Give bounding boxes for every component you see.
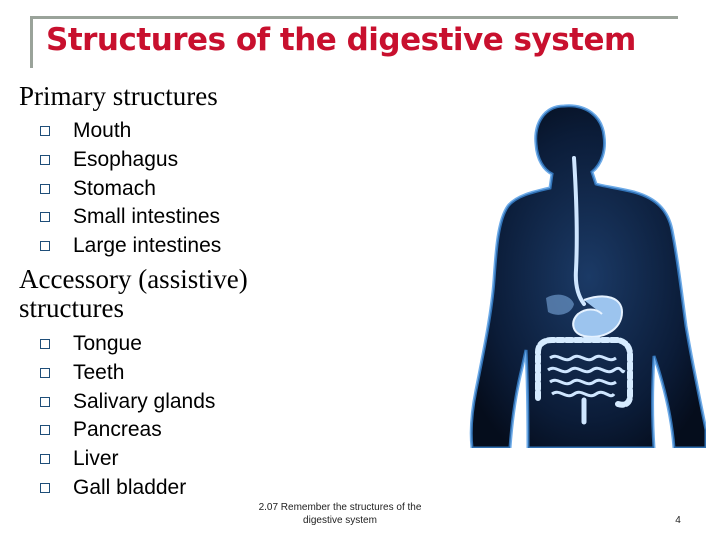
footer-text: 2.07 Remember the structures of the dige…	[235, 501, 445, 527]
list-item-label: Large intestines	[73, 234, 222, 258]
checkbox-bullet-icon	[40, 154, 50, 165]
list-item: Pancreas	[40, 416, 215, 445]
accessory-heading-line1: Accessory (assistive)	[19, 264, 248, 294]
list-item-label: Mouth	[73, 119, 132, 142]
checkbox-bullet-icon	[40, 482, 50, 493]
accessory-structures-list: Tongue Teeth Salivary glands Pancreas Li…	[40, 330, 215, 503]
list-item: Large intestines	[40, 232, 221, 261]
title-frame-left	[30, 16, 33, 68]
digestive-system-illustration-icon	[469, 104, 706, 448]
list-item: Gall bladder	[40, 474, 215, 503]
list-item-label: Liver	[73, 447, 119, 471]
checkbox-bullet-icon	[40, 367, 50, 378]
footer-line1: 2.07 Remember the structures of the	[258, 502, 422, 513]
checkbox-bullet-icon	[40, 396, 50, 407]
checkbox-bullet-icon	[40, 126, 50, 136]
list-item: Stomach	[40, 175, 221, 204]
list-item-label: Small intestines	[73, 205, 221, 229]
checkbox-bullet-icon	[40, 454, 50, 465]
page-number: 4	[675, 515, 681, 526]
checkbox-bullet-icon	[40, 212, 50, 223]
footer-line2: digestive system	[303, 515, 377, 526]
title-frame-top	[30, 16, 678, 19]
list-item-label: Salivary glands	[73, 389, 216, 413]
checkbox-bullet-icon	[40, 241, 50, 252]
list-item-label: Tongue	[73, 332, 142, 355]
checkbox-bullet-icon	[40, 339, 50, 349]
list-item: Liver	[40, 445, 215, 474]
list-item: Mouth	[40, 117, 221, 146]
accessory-heading-line2: structures	[19, 293, 124, 323]
checkbox-bullet-icon	[40, 425, 50, 436]
list-item: Teeth	[40, 359, 215, 388]
list-item: Tongue	[40, 330, 215, 359]
list-item-label: Esophagus	[73, 147, 179, 171]
list-item: Esophagus	[40, 146, 221, 175]
checkbox-bullet-icon	[40, 183, 50, 194]
list-item-label: Teeth	[73, 360, 125, 384]
list-item: Salivary glands	[40, 388, 215, 417]
list-item-label: Gall bladder	[73, 475, 187, 499]
list-item: Small intestines	[40, 203, 221, 232]
accessory-structures-heading: Accessory (assistive) structures	[19, 265, 248, 323]
primary-structures-list: Mouth Esophagus Stomach Small intestines…	[40, 117, 221, 261]
list-item-label: Pancreas	[73, 418, 162, 442]
primary-structures-heading: Primary structures	[19, 81, 218, 111]
digestive-system-image	[446, 100, 706, 448]
slide-title: Structures of the digestive system	[46, 22, 636, 58]
list-item-label: Stomach	[73, 176, 156, 200]
